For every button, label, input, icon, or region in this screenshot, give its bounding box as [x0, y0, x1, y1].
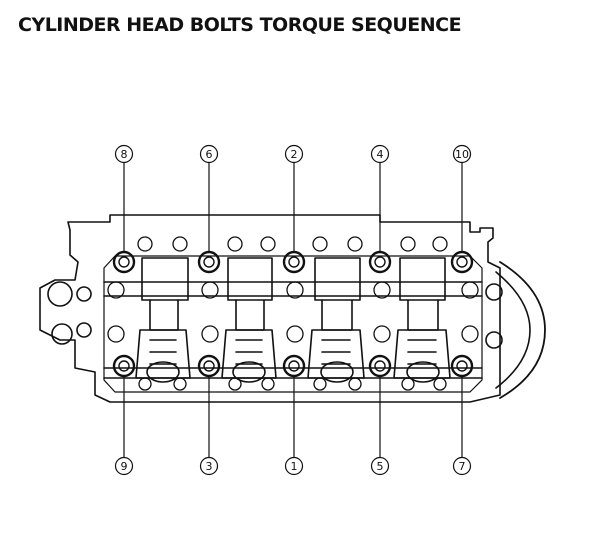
valve-assembly-1 — [135, 257, 191, 383]
bolt-center — [118, 256, 130, 268]
sequence-label-circle — [114, 456, 134, 476]
bolt-1: 1 — [282, 354, 306, 476]
sequence-number: 8 — [121, 148, 128, 161]
bolt-8: 8 — [112, 144, 136, 274]
left-boss — [76, 286, 92, 302]
sequence-number: 10 — [455, 148, 469, 161]
sequence-label-circle — [199, 144, 219, 164]
bolt-center — [288, 360, 300, 372]
bolt-6: 6 — [197, 144, 221, 274]
sequence-label-circle — [114, 144, 134, 164]
bolt-center — [118, 360, 130, 372]
bolt-center — [456, 256, 468, 268]
sequence-label-circle — [452, 144, 472, 164]
bolt-10: 10 — [450, 144, 474, 274]
left-boss — [76, 322, 92, 338]
bolt-head — [368, 354, 392, 378]
journal-bosses — [107, 236, 479, 391]
sequence-number: 2 — [291, 148, 298, 161]
cylinder-head-inner-outline — [103, 255, 483, 393]
right-boss — [485, 283, 503, 301]
sequence-number: 3 — [206, 460, 213, 473]
bolt-center — [203, 256, 215, 268]
bolt-head — [450, 354, 474, 378]
sequence-number: 1 — [291, 460, 298, 473]
bolt-head — [197, 250, 221, 274]
bolt-center — [456, 360, 468, 372]
cam-gear-housing — [499, 261, 546, 399]
diagram-title: CYLINDER HEAD BOLTS TORQUE SEQUENCE — [18, 14, 462, 36]
bolt-5: 5 — [368, 354, 392, 476]
bolt-9: 9 — [112, 354, 136, 476]
left-boss — [47, 281, 73, 307]
bolt-head — [282, 250, 306, 274]
valve-assembly-3 — [307, 257, 365, 383]
bolt-center — [374, 256, 386, 268]
bolt-head — [112, 354, 136, 378]
left-boss — [51, 323, 73, 345]
bolt-head — [197, 354, 221, 378]
bolt-head — [450, 250, 474, 274]
sequence-label-circle — [284, 456, 304, 476]
bolt-4: 4 — [368, 144, 392, 274]
sequence-label-circle — [370, 456, 390, 476]
bolt-7: 7 — [450, 354, 474, 476]
sequence-number: 9 — [121, 460, 128, 473]
valve-assembly-4 — [393, 257, 451, 383]
cam-gear-housing-inner — [495, 271, 531, 389]
sequence-number: 5 — [377, 460, 384, 473]
bolt-3: 3 — [197, 354, 221, 476]
sequence-label-circle — [370, 144, 390, 164]
bolt-center — [374, 360, 386, 372]
sequence-number: 6 — [206, 148, 213, 161]
sequence-label-circle — [452, 456, 472, 476]
valve-assembly-2 — [221, 257, 277, 383]
bolt-center — [203, 360, 215, 372]
cylinder-head-outline — [39, 214, 501, 403]
sequence-number: 7 — [459, 460, 466, 473]
sequence-number: 4 — [377, 148, 384, 161]
bolt-head — [112, 250, 136, 274]
right-boss — [485, 331, 503, 349]
bolt-head — [368, 250, 392, 274]
bolt-center — [288, 256, 300, 268]
sequence-label-circle — [199, 456, 219, 476]
sequence-label-circle — [284, 144, 304, 164]
bolt-head — [282, 354, 306, 378]
bolt-2: 2 — [282, 144, 306, 274]
